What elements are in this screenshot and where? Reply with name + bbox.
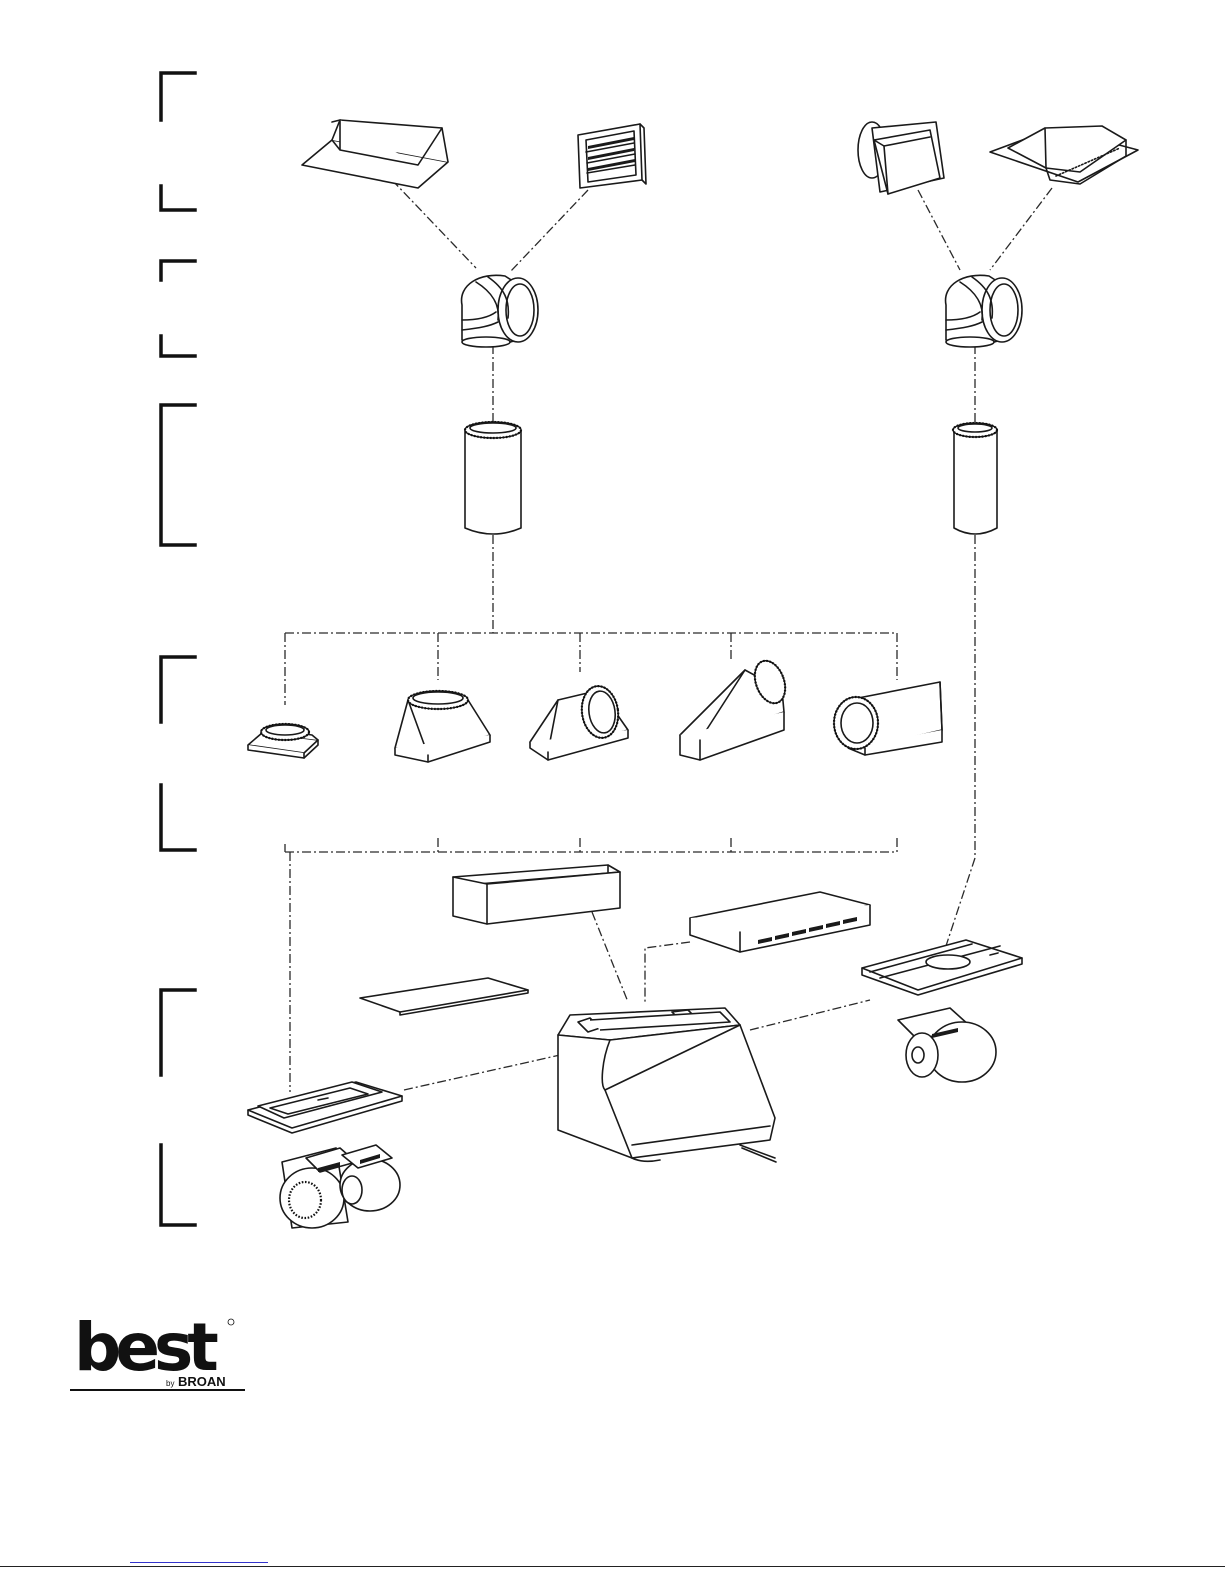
wall-cap-damper-icon [858,122,944,194]
callout-line [742,1148,776,1162]
transition-icon [680,657,791,760]
section-brackets [161,73,195,1225]
wall-cap-louvered-icon [578,124,646,188]
blower-plate-icon [862,940,1022,995]
transition-icon [530,684,628,760]
range-hood-icon [558,1008,775,1161]
bottom-rule [0,1566,1225,1567]
flue-cover-icon [453,865,620,924]
liner-icon [360,978,528,1015]
blower-plate-icon [248,1082,402,1133]
transition-icon [834,682,942,755]
round-duct-icon [953,423,997,534]
logo-byline-name: BROAN [178,1374,226,1389]
elbow-90-icon [462,275,538,347]
transition-icon [395,691,490,762]
blower-icon [898,1008,996,1082]
footer-link-underline[interactable] [130,1562,268,1563]
roof-cap-icon [302,120,448,188]
power-pack-insert-icon [690,892,870,952]
best-by-broan-logo: best by BROAN [70,1312,245,1392]
blower-icon [280,1145,400,1228]
registered-mark-icon [228,1319,234,1325]
round-duct-icon [465,422,521,534]
logo-byline-prefix: by [166,1379,174,1388]
elbow-90-icon [946,275,1022,347]
transition-icon [248,724,318,758]
roof-cap-low-profile-icon [990,126,1138,184]
